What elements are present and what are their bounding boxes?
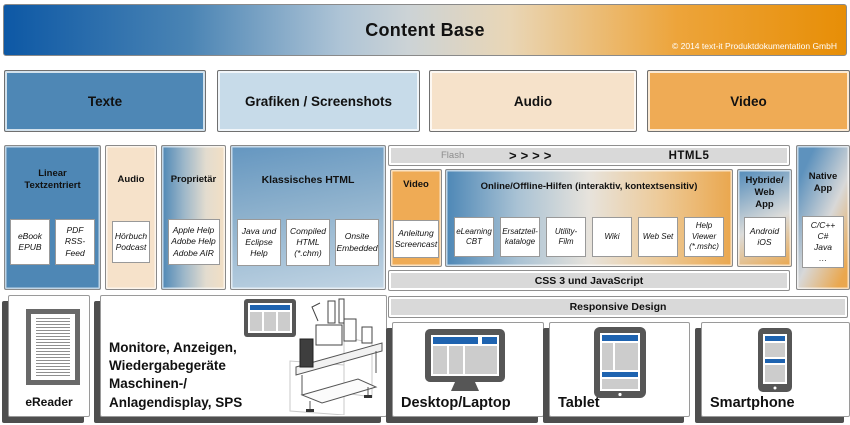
column-title: Klassisches HTML — [261, 174, 355, 186]
column-title: Audio — [117, 174, 145, 185]
column-title: Proprietär — [170, 174, 217, 185]
format-box-elearning-cbt: eLearning CBT — [454, 217, 494, 257]
format-box-help-viewer: Help Viewer (*.mshc) — [684, 217, 724, 257]
device-label: Tablet — [558, 395, 600, 411]
format-box-java-eclipse-help: Java und Eclipse Help — [237, 219, 281, 266]
format-box-ersatzteilkataloge: Ersatzteil- kataloge — [500, 217, 540, 257]
device-panel-ereader: eReader — [8, 295, 90, 417]
format-box-anleitung-screencast: Anleitung Screencast — [393, 220, 439, 258]
device-panel-tablet: Tablet — [549, 322, 690, 417]
format-boxes: Anleitung Screencast — [393, 220, 439, 258]
format-box-android-ios: Android iOS — [743, 217, 786, 257]
column-html5-video: Video Anleitung Screencast — [390, 169, 442, 267]
machine-display-illustration — [244, 298, 383, 415]
device-label: Smartphone — [710, 395, 795, 411]
column-klassisches-html: Klassisches HTML Java und Eclipse Help C… — [230, 145, 386, 290]
format-box-compiled-html: Compiled HTML (*.chm) — [286, 219, 330, 266]
format-boxes: Android iOS — [743, 217, 786, 257]
header-banner: Content Base © 2014 text-it Produktdokum… — [3, 4, 847, 56]
transition-arrows-icon: >>>> — [509, 148, 556, 163]
ereader-text-lines — [36, 318, 70, 376]
device-panel-monitore: Monitore, Anzeigen, Wiedergabegeräte Mas… — [100, 295, 387, 417]
tablet-icon — [594, 327, 646, 398]
column-title: Hybride/ Web App — [745, 175, 784, 210]
device-label: Monitore, Anzeigen, Wiedergabegeräte Mas… — [109, 340, 243, 410]
format-boxes: Apple Help Adobe Help Adobe AIR — [167, 219, 220, 265]
format-boxes: eLearning CBT Ersatzteil- kataloge Utili… — [454, 217, 724, 257]
format-boxes: Java und Eclipse Help Compiled HTML (*.c… — [237, 219, 379, 266]
content-type-audio: Audio — [429, 70, 637, 132]
format-box-utility-film: Utility- Film — [546, 217, 586, 257]
column-linear-textzentriert: Linear Textzentriert eBook EPUB PDF RSS-… — [4, 145, 101, 290]
desktop-icon — [425, 329, 505, 391]
copyright-notice: © 2014 text-it Produktdokumentation GmbH — [671, 41, 837, 51]
format-boxes: eBook EPUB PDF RSS-Feed — [10, 219, 95, 265]
device-label: eReader — [25, 395, 73, 409]
format-box-ebook-epub: eBook EPUB — [10, 219, 50, 265]
format-box-onsite-embedded: Onsite Embedded — [335, 219, 379, 266]
format-boxes: Hörbuch Podcast — [112, 221, 150, 263]
content-type-texte: Texte — [4, 70, 206, 132]
format-boxes: C/C++ C# Java … — [802, 216, 844, 268]
flash-html5-bar: Flash >>>> HTML5 — [388, 145, 790, 166]
column-title: Linear Textzentriert — [24, 168, 81, 191]
format-box-web-set: Web Set — [638, 217, 678, 257]
device-panel-smartphone: Smartphone — [701, 322, 850, 417]
css-javascript-bar: CSS 3 und JavaScript — [388, 270, 790, 291]
device-label: Desktop/Laptop — [401, 395, 511, 411]
html5-label: HTML5 — [668, 149, 710, 162]
responsive-design-bar: Responsive Design — [388, 296, 848, 318]
ereader-icon — [26, 309, 80, 385]
column-audio: Audio Hörbuch Podcast — [105, 145, 157, 290]
format-box-pdf-rssfeed: PDF RSS-Feed — [55, 219, 95, 265]
column-native-app: Native App C/C++ C# Java … — [796, 145, 850, 290]
column-title: Native App — [808, 171, 838, 194]
flash-label: Flash — [441, 150, 465, 161]
format-box-native-languages: C/C++ C# Java … — [802, 216, 844, 268]
page-title: Content Base — [365, 19, 485, 40]
format-box-hoerbuch-podcast: Hörbuch Podcast — [112, 221, 150, 263]
column-proprietaer: Proprietär Apple Help Adobe Help Adobe A… — [161, 145, 226, 290]
smartphone-icon — [758, 328, 792, 392]
column-hybride-web-app: Hybride/ Web App Android iOS — [737, 169, 792, 267]
column-title: Online/Offline-Hilfen (interaktiv, konte… — [480, 181, 698, 192]
format-box-apple-adobe: Apple Help Adobe Help Adobe AIR — [167, 219, 220, 265]
format-box-wiki: Wiki — [592, 217, 632, 257]
content-type-grafiken-screenshots: Grafiken / Screenshots — [217, 70, 420, 132]
column-online-offline-hilfen: Online/Offline-Hilfen (interaktiv, konte… — [445, 169, 733, 267]
content-type-video: Video — [647, 70, 850, 132]
column-title: Video — [403, 179, 429, 190]
device-panel-desktop: Desktop/Laptop — [392, 322, 544, 417]
